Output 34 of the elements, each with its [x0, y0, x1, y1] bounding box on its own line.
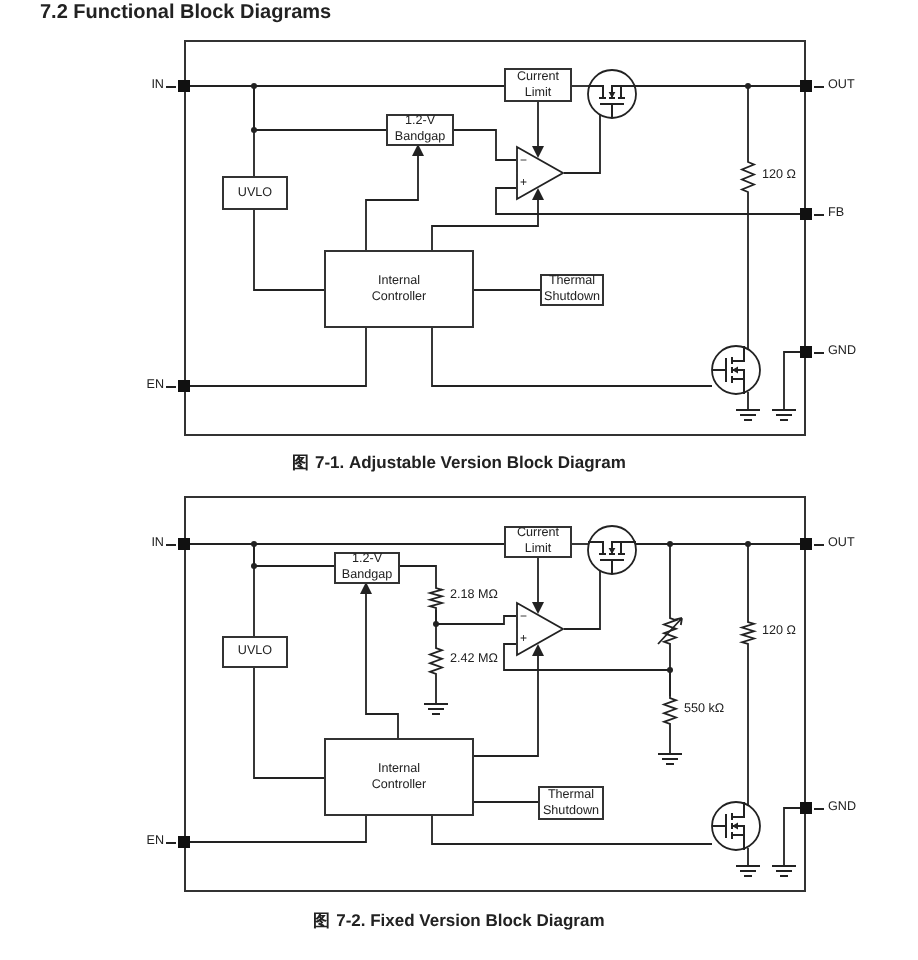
wire: [189, 327, 367, 387]
figure-caption: 图 7-1. Adjustable Version Block Diagram: [290, 452, 628, 476]
wire: [399, 565, 437, 587]
wire: [747, 645, 749, 807]
arrow: [532, 557, 544, 614]
arrow: [431, 188, 544, 251]
arrow: [532, 101, 544, 158]
wire: [563, 113, 601, 174]
wire: [253, 667, 325, 779]
wire: [571, 543, 589, 545]
chip-outline: [184, 40, 806, 436]
wire: [189, 85, 387, 131]
arrow: [360, 582, 399, 739]
wire: [253, 209, 325, 291]
wire: [571, 85, 589, 87]
wire: [503, 643, 671, 697]
wire: [747, 193, 749, 351]
wire: [431, 327, 713, 387]
wire: [747, 85, 801, 161]
arrow: [365, 144, 424, 251]
wire: [747, 543, 801, 621]
wire: [473, 801, 539, 803]
section-title: 7.2 Functional Block Diagrams: [40, 2, 332, 24]
wire: [453, 129, 517, 161]
chip-outline: [184, 496, 806, 892]
wire: [189, 815, 367, 843]
figure-caption: 图 7-2. Fixed Version Block Diagram: [311, 910, 607, 934]
wire: [435, 609, 517, 625]
wire: [495, 187, 801, 215]
wire: [431, 815, 713, 845]
wire: [563, 569, 601, 630]
wire: [473, 289, 541, 291]
wire: [189, 543, 335, 567]
arrow: [473, 644, 544, 757]
